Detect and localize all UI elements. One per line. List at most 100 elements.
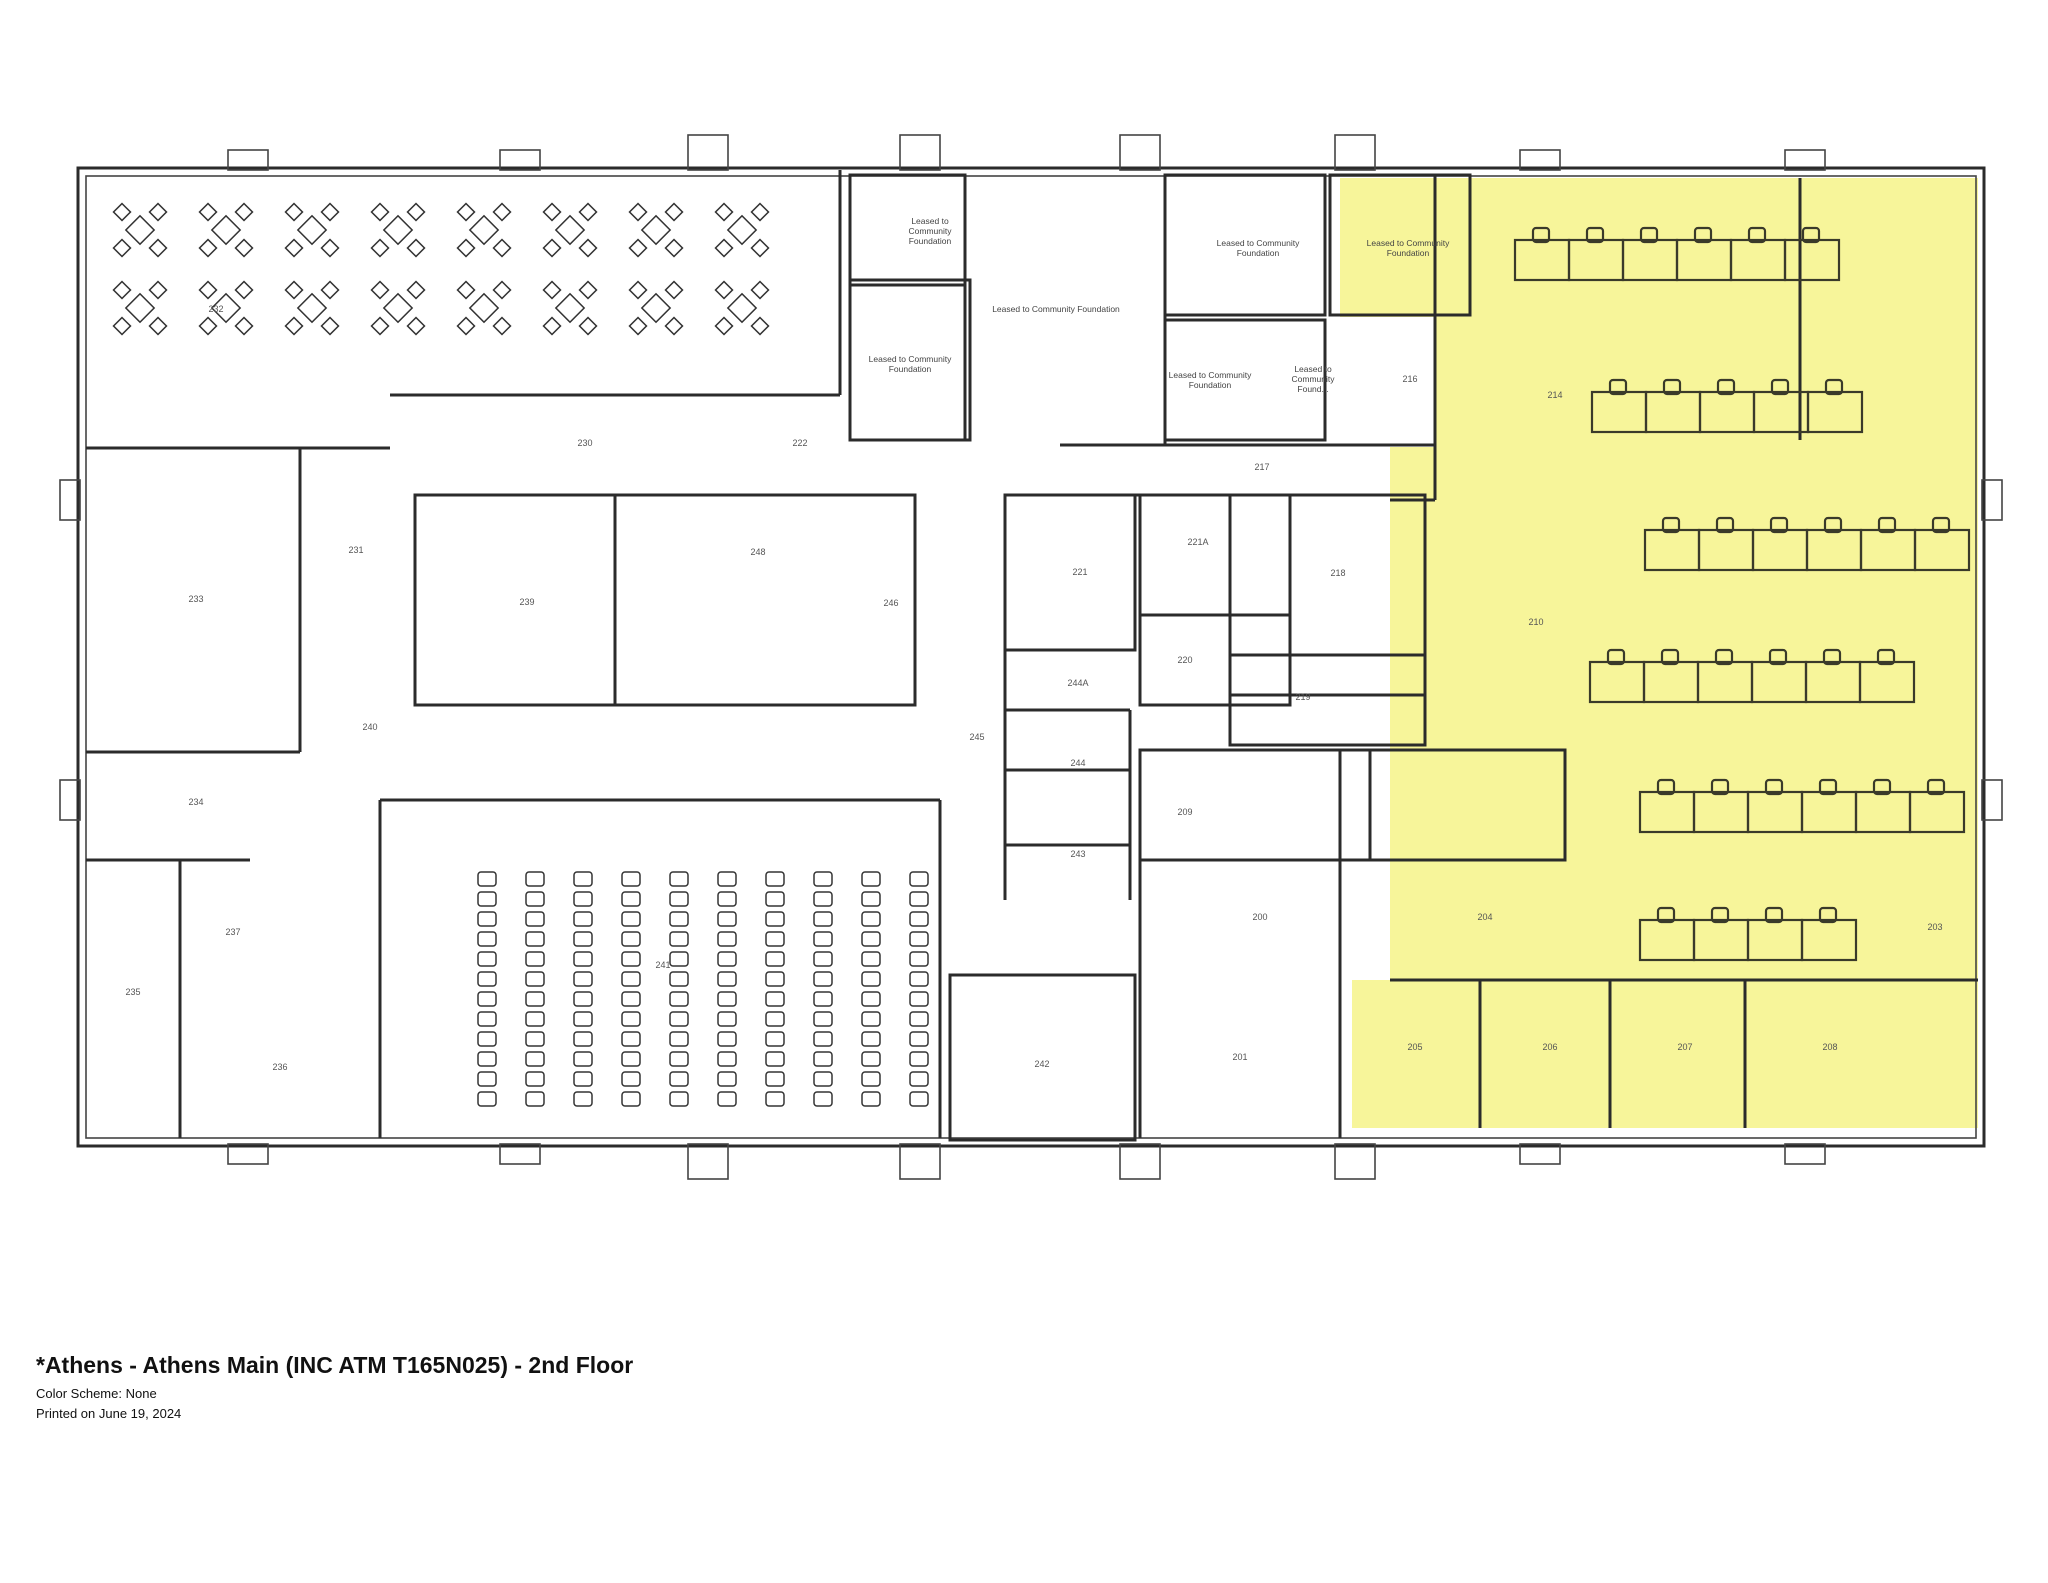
cafe-table <box>198 280 254 336</box>
cafe-table <box>714 202 770 258</box>
seat <box>525 891 545 907</box>
seat <box>909 1071 929 1087</box>
cafe-table <box>198 202 254 258</box>
room-label: 200 <box>1252 912 1267 922</box>
seat <box>621 931 641 947</box>
seat <box>621 1031 641 1047</box>
seat <box>765 1011 785 1027</box>
cafe-tables <box>112 202 770 336</box>
seat <box>813 971 833 987</box>
seat <box>669 1031 689 1047</box>
seat <box>477 871 497 887</box>
seat <box>813 1031 833 1047</box>
seat <box>669 1051 689 1067</box>
seat <box>525 991 545 1007</box>
printed-date-text: Printed on June 19, 2024 <box>36 1406 182 1421</box>
seat <box>909 1091 929 1107</box>
room-label: 235 <box>125 987 140 997</box>
seat <box>573 1091 593 1107</box>
seat <box>621 991 641 1007</box>
seat <box>861 931 881 947</box>
seat <box>621 971 641 987</box>
room-label: 208 <box>1822 1042 1837 1052</box>
seat <box>573 871 593 887</box>
cafe-table <box>628 280 684 336</box>
seat <box>525 911 545 927</box>
room-label: 246 <box>883 598 898 608</box>
seat <box>621 871 641 887</box>
seat <box>813 991 833 1007</box>
seat <box>861 1051 881 1067</box>
seat <box>717 991 737 1007</box>
cafe-table <box>370 280 426 336</box>
seat <box>813 1091 833 1107</box>
seat <box>573 951 593 967</box>
room-label: 233 <box>188 594 203 604</box>
seat <box>525 1051 545 1067</box>
seat <box>573 1071 593 1087</box>
seat <box>765 951 785 967</box>
cafe-table <box>284 202 340 258</box>
seat <box>861 991 881 1007</box>
room-label: 240 <box>362 722 377 732</box>
room-label: 205 <box>1407 1042 1422 1052</box>
room-label: 248 <box>750 547 765 557</box>
seat <box>813 891 833 907</box>
seat <box>621 1091 641 1107</box>
seat <box>573 911 593 927</box>
seat <box>765 991 785 1007</box>
seat <box>477 991 497 1007</box>
room-label: 206 <box>1542 1042 1557 1052</box>
workstation <box>1913 516 1971 572</box>
seat <box>909 871 929 887</box>
workstation <box>1783 226 1841 282</box>
seat <box>813 911 833 927</box>
room-label: 222 <box>792 438 807 448</box>
seat <box>477 1091 497 1107</box>
room-labels: 200 201 203 204 205 206 207 208 209 210 … <box>125 304 1942 1072</box>
seat <box>717 1091 737 1107</box>
workstation-clusters <box>1513 226 1971 962</box>
seat <box>573 991 593 1007</box>
seat <box>861 891 881 907</box>
workstation <box>1800 906 1858 962</box>
seat <box>813 951 833 967</box>
seat <box>669 871 689 887</box>
seat <box>573 891 593 907</box>
seat <box>765 1091 785 1107</box>
room-label: 232 <box>208 304 223 314</box>
seat <box>813 871 833 887</box>
room-label: 231 <box>348 545 363 555</box>
seat <box>813 1071 833 1087</box>
room-label: 221 <box>1072 567 1087 577</box>
seat <box>765 891 785 907</box>
seat <box>525 971 545 987</box>
seat <box>861 951 881 967</box>
seat <box>525 931 545 947</box>
seat <box>669 1011 689 1027</box>
seat <box>669 931 689 947</box>
cafe-table <box>456 202 512 258</box>
seat <box>909 1051 929 1067</box>
room-label: 209 <box>1177 807 1192 817</box>
seat <box>525 1011 545 1027</box>
room-label: 216 <box>1402 374 1417 384</box>
room-label: 245 <box>969 732 984 742</box>
cafe-table <box>714 280 770 336</box>
seat <box>909 971 929 987</box>
room-label: 236 <box>272 1062 287 1072</box>
room-label: 239 <box>519 597 534 607</box>
room-label: 204 <box>1477 912 1492 922</box>
seat <box>909 1031 929 1047</box>
room-label: 201 <box>1232 1052 1247 1062</box>
seat <box>813 931 833 947</box>
seat <box>717 911 737 927</box>
seat <box>861 911 881 927</box>
room-label: 241 <box>655 960 670 970</box>
cafe-table <box>542 202 598 258</box>
cafe-table <box>112 202 168 258</box>
